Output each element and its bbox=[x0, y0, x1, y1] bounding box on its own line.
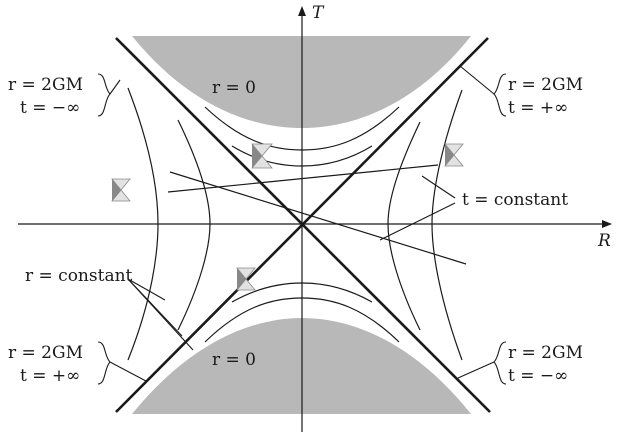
brace-tie-upper-left bbox=[109, 79, 121, 95]
brace-lower-right bbox=[493, 341, 507, 385]
horizon-label-upper-left-t: t = −∞ bbox=[20, 98, 80, 118]
hyperbola-bottom-outer bbox=[204, 297, 400, 343]
singularity-label-bottom: r = 0 bbox=[212, 350, 256, 370]
horizon-label-lower-right-r: r = 2GM bbox=[508, 343, 583, 363]
hyperbola-bottom-inner bbox=[231, 282, 373, 303]
t-axis-arrow-icon bbox=[298, 6, 306, 16]
brace-lower-left bbox=[97, 341, 111, 385]
t-constant-pointer-2 bbox=[379, 202, 456, 241]
horizon-label-lower-right-t: t = −∞ bbox=[508, 366, 568, 386]
brace-tie-lower-right bbox=[457, 361, 495, 379]
brace-upper-left bbox=[97, 73, 111, 117]
t-constant-pointer-1 bbox=[421, 175, 456, 199]
brace-tie-upper-right bbox=[459, 65, 495, 95]
r-constant-curve-left-outer bbox=[127, 87, 159, 361]
r-constant-curve-left-inner bbox=[177, 119, 211, 331]
light-cone-icon bbox=[444, 143, 464, 167]
t-constant-line-2 bbox=[169, 171, 467, 265]
r-constant-pointer-2 bbox=[127, 278, 183, 337]
horizon-label-upper-right-t: t = +∞ bbox=[508, 98, 568, 118]
horizon-label-upper-left-r: r = 2GM bbox=[8, 75, 83, 95]
light-cone-icon bbox=[236, 267, 256, 291]
brace-tie-lower-left bbox=[109, 361, 147, 382]
t-axis-label: T bbox=[312, 3, 325, 23]
horizon-label-upper-right-r: r = 2GM bbox=[508, 75, 583, 95]
r-constant-curve-right-inner bbox=[387, 121, 421, 331]
horizon-label-lower-left-t: t = +∞ bbox=[20, 366, 80, 386]
light-cone-icon bbox=[111, 178, 131, 202]
r-axis-arrow-icon bbox=[602, 220, 612, 228]
horizon-label-lower-left-r: r = 2GM bbox=[8, 343, 83, 363]
singularity-label-top: r = 0 bbox=[212, 78, 256, 98]
r-constant-pointer-3 bbox=[127, 278, 166, 301]
brace-upper-right bbox=[493, 73, 507, 117]
r-axis-label: R bbox=[597, 231, 611, 251]
horizon-line-past bbox=[115, 37, 489, 413]
t-constant-line-1 bbox=[167, 164, 439, 193]
light-cone-icon bbox=[251, 143, 273, 169]
r-constant-label: r = constant bbox=[25, 266, 133, 286]
r-constant-curve-right-outer bbox=[431, 89, 463, 361]
hyperbola-top-outer bbox=[204, 106, 400, 151]
t-constant-label: t = constant bbox=[462, 190, 568, 210]
